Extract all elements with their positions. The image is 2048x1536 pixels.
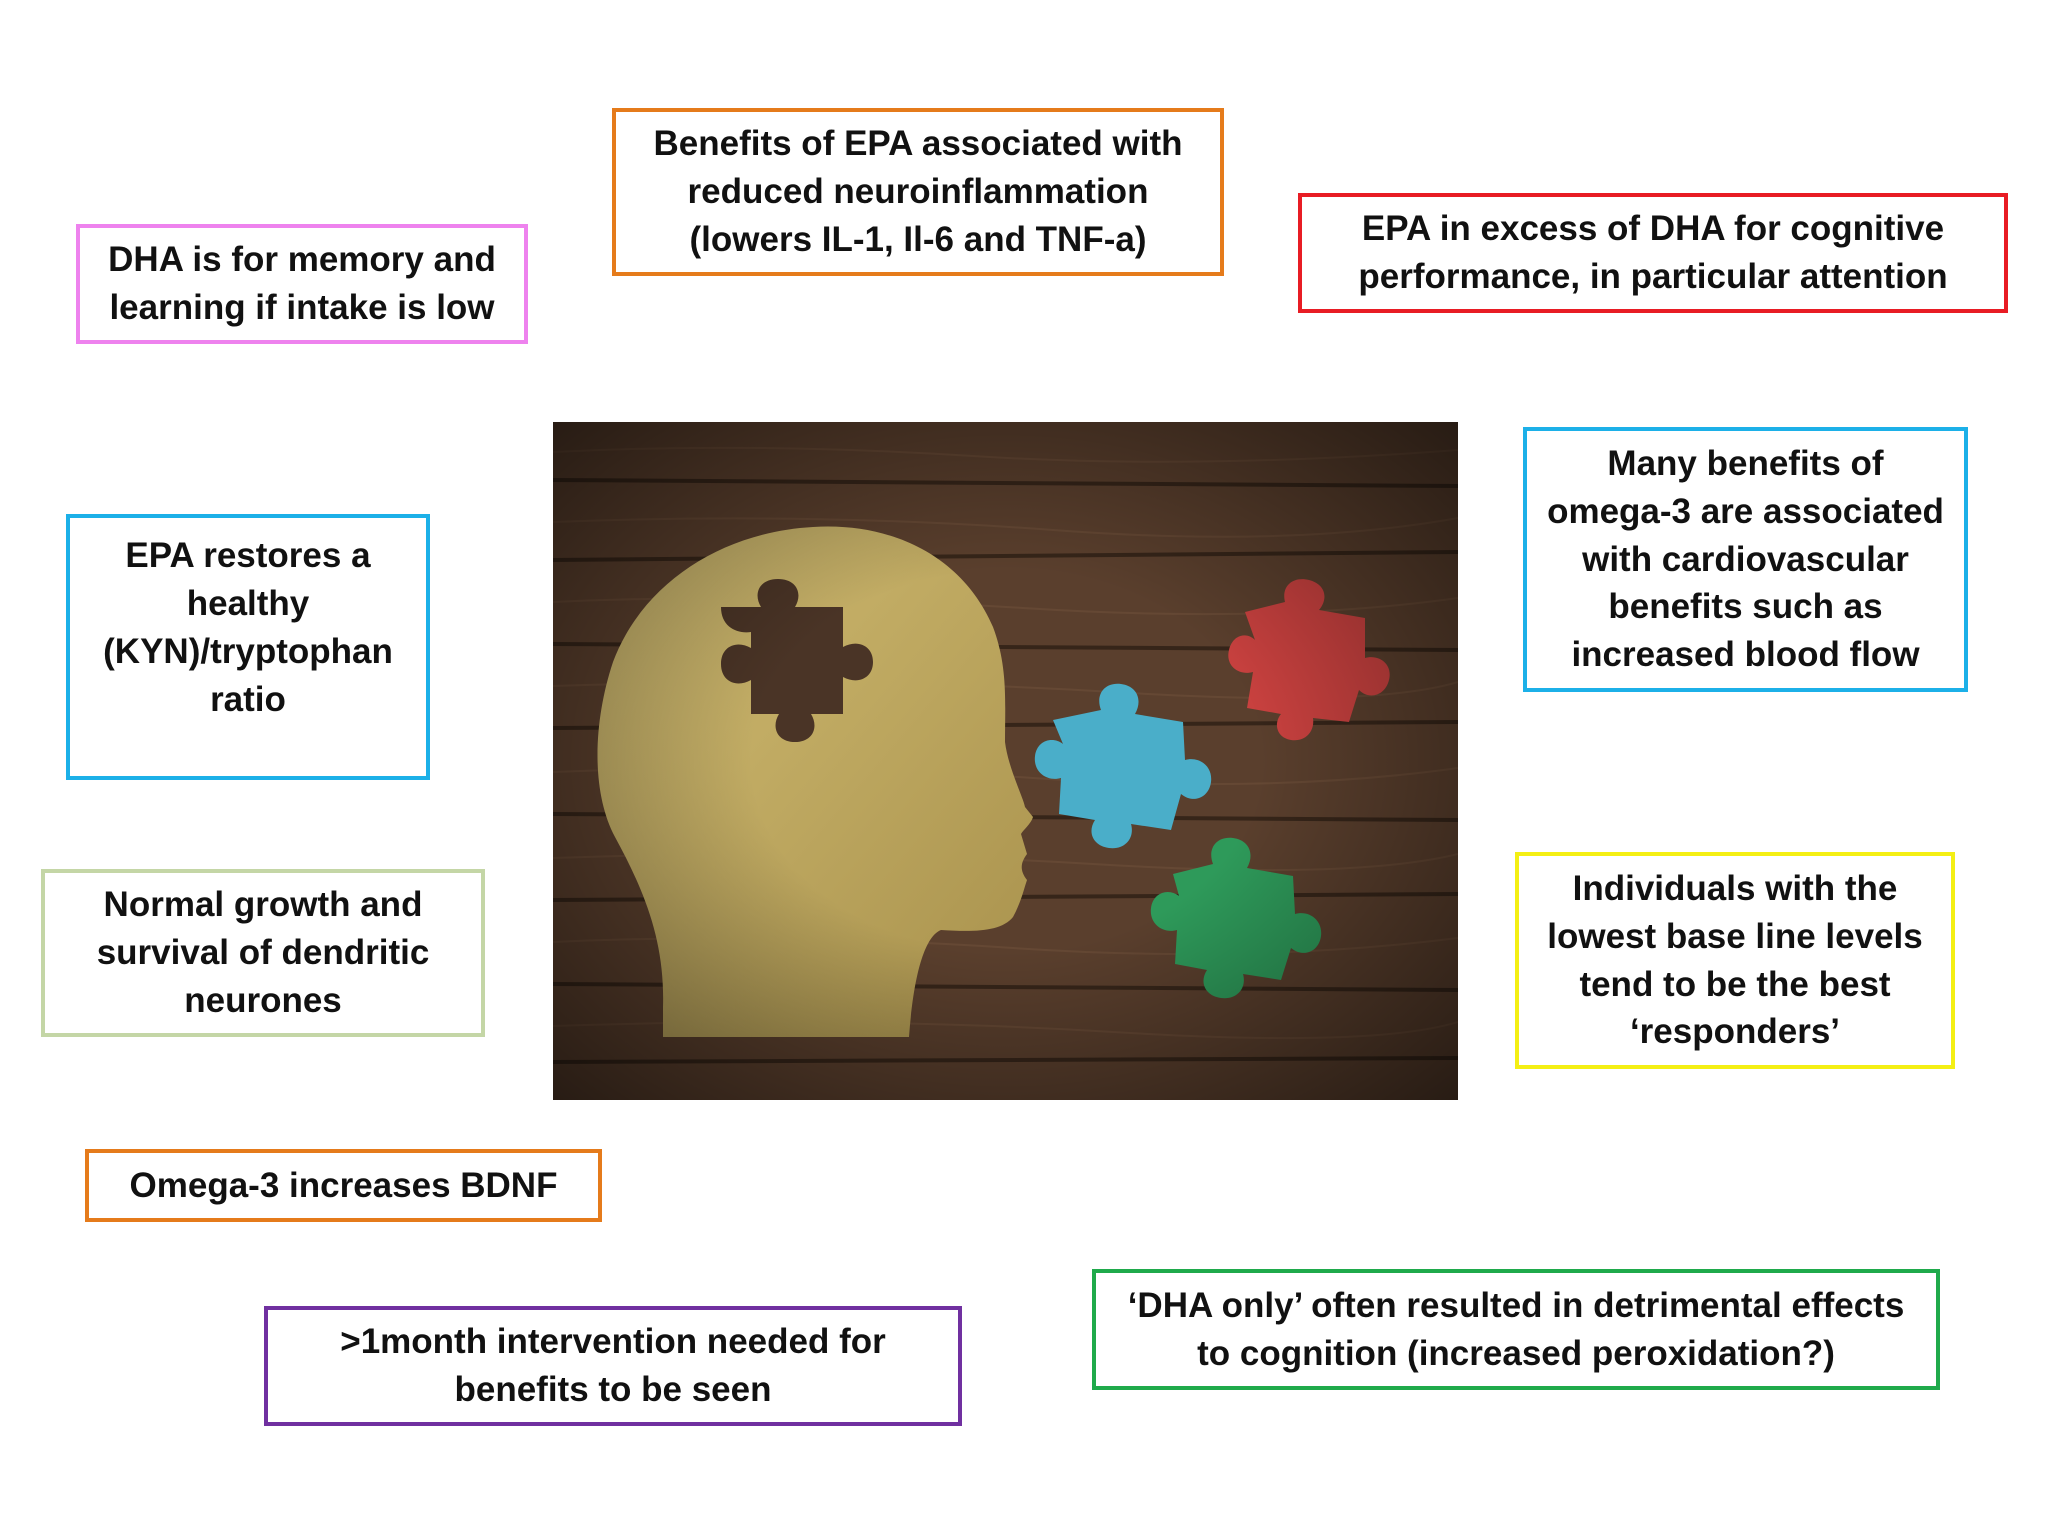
photo-vignette	[553, 422, 1458, 1100]
intervention-text: >1month intervention needed for benefits…	[340, 1322, 886, 1409]
bdnf-box: Omega-3 increases BDNF	[85, 1149, 602, 1222]
responders-text: Individuals with the lowest base line le…	[1547, 868, 1923, 1052]
epa-kyn-text: EPA restores a healthy (KYN)/tryptophan …	[103, 536, 393, 719]
dha-only-box: ‘DHA only’ often resulted in detrimental…	[1092, 1269, 1940, 1390]
dha-only-text: ‘DHA only’ often resulted in detrimental…	[1127, 1285, 1905, 1373]
epa-neuroinflammation-text: Benefits of EPA associated with reduced …	[653, 124, 1183, 259]
responders-box: Individuals with the lowest base line le…	[1515, 852, 1955, 1069]
dendritic-text: Normal growth and survival of dendritic …	[96, 885, 430, 1020]
omega-cardio-box: Many benefits of omega-3 are associated …	[1523, 427, 1968, 692]
dendritic-box: Normal growth and survival of dendritic …	[41, 869, 485, 1037]
epa-kyn-box: EPA restores a healthy (KYN)/tryptophan …	[66, 514, 430, 780]
head-puzzle-photo	[553, 422, 1458, 1100]
epa-excess-box: EPA in excess of DHA for cognitive perfo…	[1298, 193, 2008, 313]
omega-cardio-text: Many benefits of omega-3 are associated …	[1547, 443, 1944, 675]
epa-excess-text: EPA in excess of DHA for cognitive perfo…	[1358, 209, 1948, 296]
epa-neuroinflammation-box: Benefits of EPA associated with reduced …	[612, 108, 1224, 276]
dha-memory-box: DHA is for memory and learning if intake…	[76, 224, 528, 344]
intervention-box: >1month intervention needed for benefits…	[264, 1306, 962, 1426]
bdnf-text: Omega-3 increases BDNF	[129, 1165, 558, 1205]
dha-memory-text: DHA is for memory and learning if intake…	[108, 240, 496, 327]
